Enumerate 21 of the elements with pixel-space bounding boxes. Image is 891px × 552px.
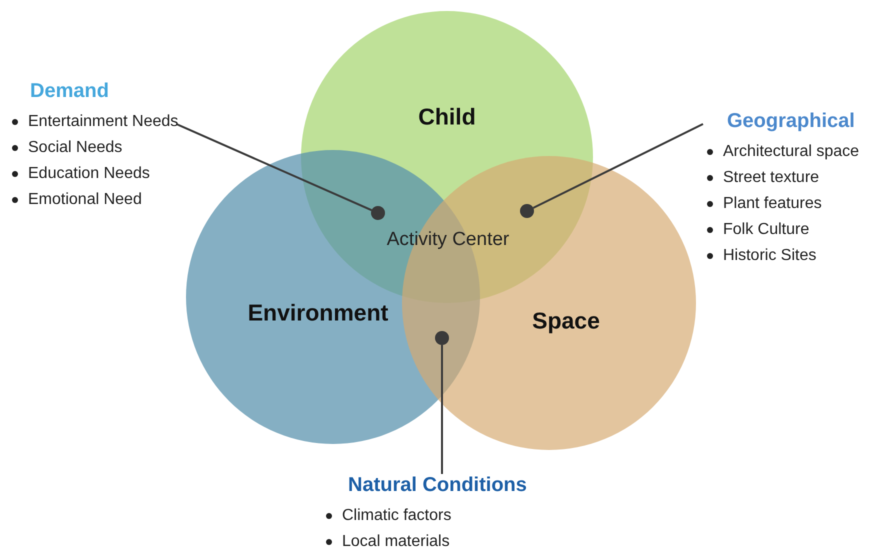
bullet-item: Folk Culture: [723, 220, 810, 240]
bullet-item: Education Needs: [28, 164, 150, 184]
bullet-item: Street texture: [723, 168, 820, 188]
heading: Demand: [30, 80, 109, 103]
bullet-item: Social Needs: [28, 138, 122, 158]
bullet-item: Local materials: [342, 532, 450, 552]
bullet-item: Entertainment Needs: [28, 112, 178, 132]
bullet-item: Architectural space: [723, 142, 860, 162]
heading: Natural Conditions: [348, 474, 527, 497]
circle-label: Child: [418, 104, 476, 130]
circle-label: Space: [532, 308, 600, 334]
center-label: Activity Center: [386, 229, 510, 251]
leader-line: [176, 123, 372, 212]
leader-line: [532, 123, 704, 209]
bullet-item: Historic Sites: [723, 246, 816, 266]
bullet-item: Emotional Need: [28, 190, 142, 210]
circle-label: Environment: [248, 300, 388, 326]
bullet-item: Climatic factors: [342, 506, 452, 526]
leader-line: [441, 345, 443, 474]
heading: Geographical: [727, 110, 855, 133]
bullet-item: Plant features: [723, 194, 822, 214]
